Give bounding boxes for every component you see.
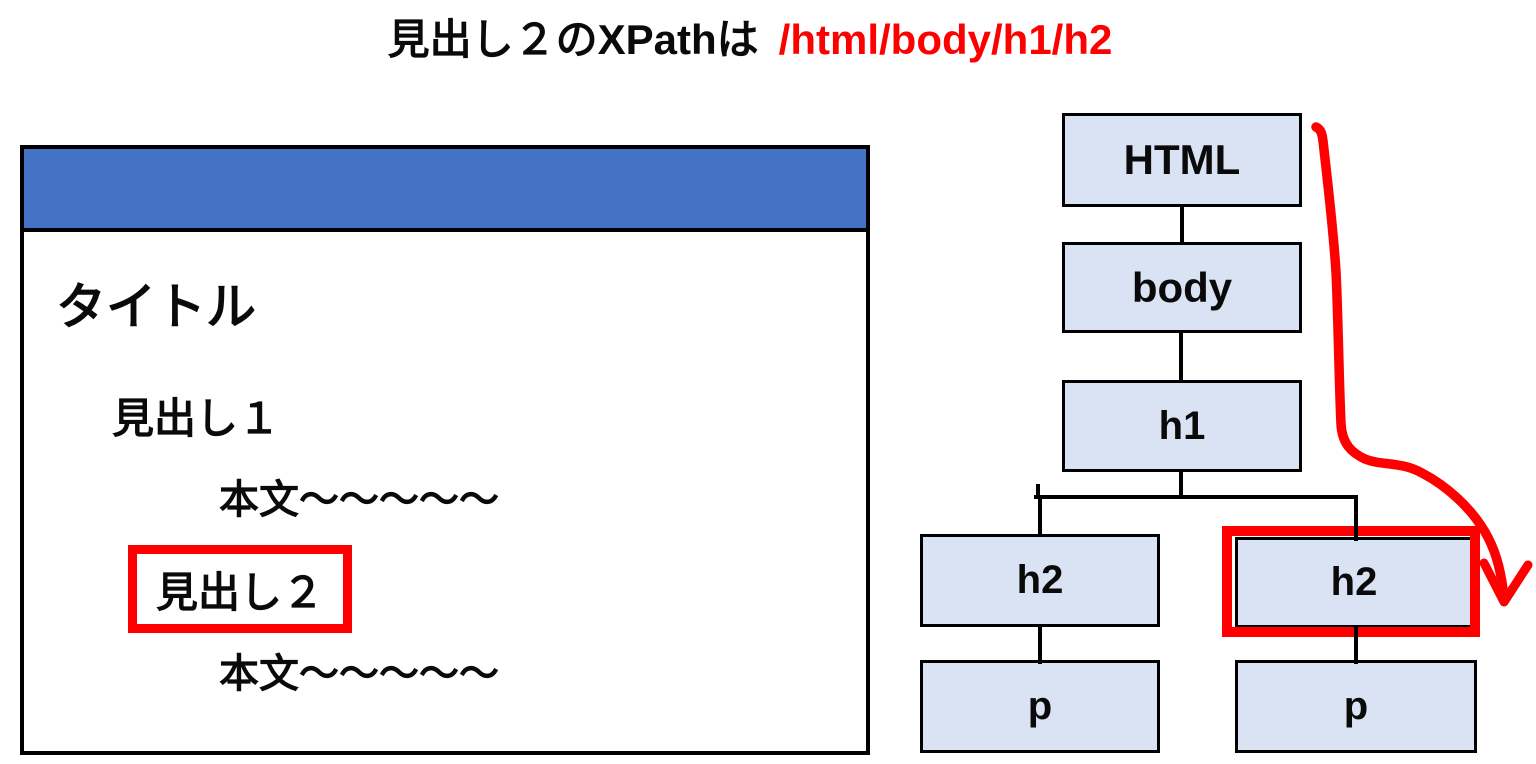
tree-node-h1: h1 <box>1062 380 1302 472</box>
freehand-arrow-head <box>1479 558 1533 607</box>
page-mockup-header-bar <box>24 149 866 232</box>
heading2-marker-box: 見出し２ <box>128 545 352 633</box>
page-mockup-title: タイトル <box>56 279 256 335</box>
headline-prefix: 見出し２のXPathは <box>387 16 759 63</box>
tree-node-body: body <box>1062 242 1302 333</box>
tree-node-h2-right: h2 <box>1235 537 1473 628</box>
page-mockup-body2: 本文～～～～～ <box>219 652 499 696</box>
page-mockup: タイトル 見出し１ 本文～～～～～ 見出し２ 本文～～～～～ <box>20 145 870 755</box>
page-mockup-body1: 本文～～～～～ <box>219 478 499 522</box>
headline: 見出し２のXPathは/html/body/h1/h2 <box>0 6 1500 67</box>
tree-node-p-left: p <box>920 660 1160 753</box>
headline-xpath-value: /html/body/h1/h2 <box>778 16 1113 63</box>
page-mockup-heading1: 見出し１ <box>112 395 281 442</box>
tree-node-h2-left: h2 <box>920 534 1160 627</box>
page-mockup-heading2: 見出し２ <box>155 568 324 616</box>
tree-node-p-right: p <box>1235 660 1477 753</box>
freehand-arrow-shaft <box>1311 122 1508 594</box>
tree-node-html: HTML <box>1062 113 1302 207</box>
